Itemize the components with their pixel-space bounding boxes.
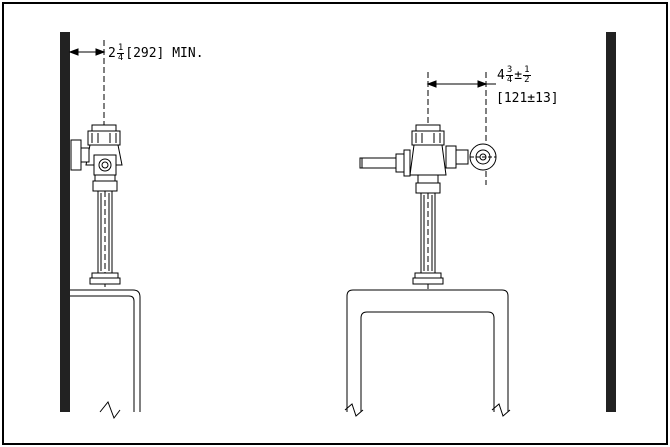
right-dimension-whole: 4: [497, 68, 505, 83]
left-dimension-numerator: 1: [116, 43, 125, 54]
left-dimension-suffix: [292] MIN.: [125, 46, 204, 61]
left-dimension-whole: 2: [108, 46, 116, 61]
right-dimension-metric: [121±13]: [496, 91, 559, 106]
left-flush-valve-assembly: [68, 40, 141, 420]
left-dimension-denominator: 4: [117, 53, 124, 63]
right-dimension-tolerance-sign: ±: [514, 68, 523, 83]
left-wall: [60, 32, 70, 412]
right-flush-valve-assembly: [344, 72, 511, 417]
right-dimension-tol-numerator: 1: [523, 65, 531, 76]
right-dimension-numerator: 3: [505, 65, 514, 76]
right-dimension-tol-denominator: 2: [524, 75, 530, 85]
right-wall: [606, 32, 616, 412]
right-dimension-denominator: 4: [506, 75, 513, 85]
